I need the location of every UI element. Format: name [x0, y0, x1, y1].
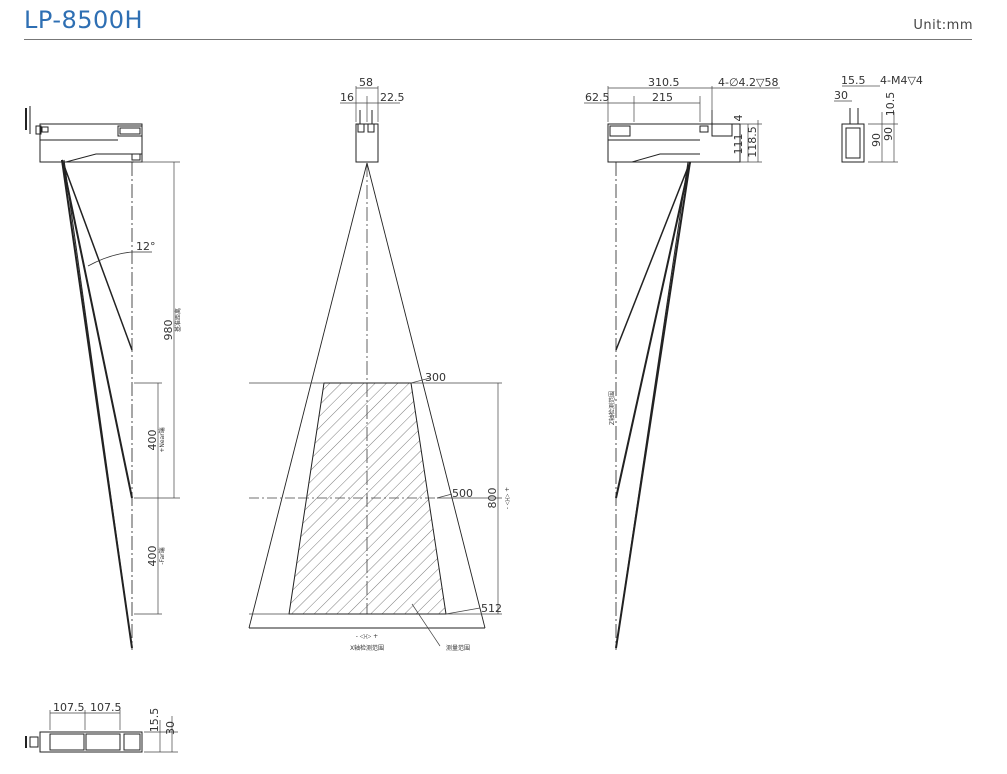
dim-mid-width: 500 — [452, 487, 473, 500]
dim-bottom-right: 107.5 — [90, 701, 122, 714]
sensor-body-side — [25, 106, 143, 163]
dim-front-left: 16 — [340, 91, 354, 104]
dim-118-5: 118.5 — [746, 126, 759, 158]
x-axis-label: X轴检测范围 — [350, 644, 384, 652]
dim-near-range: 400 — [146, 430, 159, 451]
front-reference-lines — [249, 377, 502, 647]
front-top-dims — [340, 86, 400, 122]
dim-end-10-5: 10.5 — [884, 92, 897, 117]
sensor-body-bottom — [25, 731, 143, 753]
dim-offset: 62.5 — [585, 91, 610, 104]
angle-label: 12° — [136, 240, 156, 253]
header-divider — [24, 39, 972, 40]
bottom-dims — [49, 710, 178, 753]
dim-front-width: 58 — [359, 76, 373, 89]
dim-top-width: 300 — [425, 371, 446, 384]
side-angle-marker — [87, 251, 152, 267]
side-beam-lines — [61, 159, 133, 650]
measuring-range-area — [288, 382, 447, 615]
dim-front-right: 22.5 — [380, 91, 405, 104]
dim-hole-note: 4-∅4.2▽58 — [718, 76, 779, 89]
side-dimension-lines — [134, 161, 180, 615]
dim-end-90-a: 90 — [870, 133, 883, 147]
dim-bottom-left: 107.5 — [53, 701, 85, 714]
rear-view: 310.5 4-∅4.2▽58 62.5 215 4 111 118.5 Z轴检… — [584, 76, 780, 650]
dim-end-thread: 4-M4▽4 — [880, 74, 923, 87]
dim-end-30: 30 — [834, 89, 848, 102]
front-view: 58 16 22.5 300 500 512 800 — [248, 76, 511, 652]
dim-bottom-width: 512 — [481, 602, 502, 615]
unit-label: Unit:mm — [913, 18, 973, 33]
z-axis-label: Z轴检测范围 — [608, 391, 616, 425]
rear-beam-lines — [615, 161, 691, 650]
end-view: 15.5 30 4-M4▽4 10.5 90 90 — [834, 74, 923, 163]
dim-bottom-15-5: 15.5 — [148, 708, 161, 733]
bottom-view: 107.5 107.5 15.5 30 — [25, 701, 178, 753]
rear-top-dims — [584, 86, 780, 163]
dim-end-90-b: 90 — [882, 127, 895, 141]
dim-111: 111 — [732, 134, 745, 155]
dim-bottom-30: 30 — [164, 721, 177, 735]
x-axis-sign: - ◁-▷ + — [356, 633, 378, 640]
dim-far-range: 400 — [146, 546, 159, 567]
z-axis-sign: - ◁-▷ + — [504, 487, 511, 509]
dim-4: 4 — [732, 115, 745, 122]
dim-far-note: -Far端 — [158, 547, 166, 564]
end-dims — [834, 85, 898, 163]
dim-total-length: 310.5 — [648, 76, 680, 89]
sensor-body-front — [355, 110, 379, 163]
measure-range-label: 测量范围 — [446, 644, 470, 652]
side-view: 12° 980 基准距离 400 +Near端 400 -Far端 — [25, 106, 182, 650]
dim-measuring-distance-note: 基准距离 — [174, 308, 182, 332]
dim-range-height: 800 — [486, 488, 499, 509]
dim-near-note: +Near端 — [158, 427, 166, 452]
dim-end-15-5: 15.5 — [841, 74, 866, 87]
dim-pitch: 215 — [652, 91, 673, 104]
dim-measuring-distance: 980 — [162, 320, 175, 341]
page-title: LP-8500H — [24, 6, 144, 34]
sensor-body-end — [841, 108, 865, 163]
sensor-body-rear — [607, 110, 741, 163]
